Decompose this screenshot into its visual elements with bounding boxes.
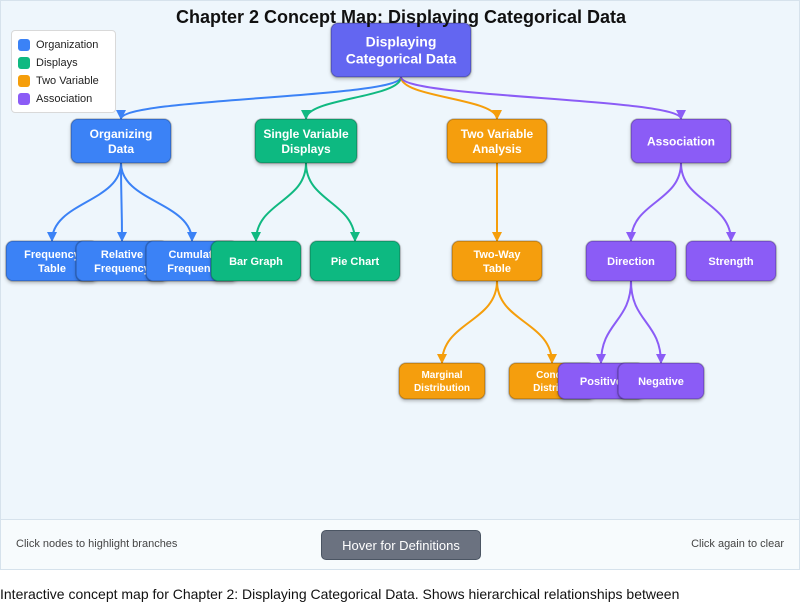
map-caption: Interactive concept map for Chapter 2: D… — [0, 586, 680, 602]
node-label: Marginal — [421, 370, 462, 381]
node-strength[interactable]: Strength — [685, 240, 777, 282]
legend-swatch-two-variable — [18, 75, 30, 87]
node-label: Data — [108, 142, 134, 156]
node-label: Single Variable — [263, 127, 349, 141]
edge-association-to-strength — [680, 162, 736, 242]
node-label: Frequency — [94, 263, 151, 275]
legend-label: Two Variable — [36, 75, 99, 87]
node-association[interactable]: Association — [630, 118, 732, 164]
node-pie[interactable]: Pie Chart — [309, 240, 401, 282]
edge-twoway-to-marginal — [437, 280, 498, 364]
node-direction[interactable]: Direction — [585, 240, 677, 282]
node-label: Categorical Data — [346, 51, 457, 67]
node-box — [309, 240, 401, 282]
edge-single-to-bar — [251, 162, 307, 242]
legend-label: Association — [36, 93, 93, 105]
edge-direction-to-negative — [630, 280, 666, 364]
node-label: Displays — [281, 142, 331, 156]
legend: Organization Displays Two Variable Assoc… — [11, 30, 116, 113]
hover-definitions-button[interactable]: Hover for Definitions — [321, 530, 481, 560]
node-label: Cumulati — [168, 249, 215, 261]
node-box — [617, 362, 705, 400]
legend-item-two-variable: Two Variable — [18, 72, 109, 90]
legend-item-association: Association — [18, 90, 109, 108]
node-box — [630, 118, 732, 164]
edge-layer — [47, 76, 736, 364]
legend-label: Displays — [36, 57, 78, 69]
node-label: Condit — [536, 370, 568, 381]
legend-swatch-displays — [18, 57, 30, 69]
node-label: Pie Chart — [331, 256, 380, 268]
node-label: Two-Way — [473, 249, 521, 261]
node-box — [398, 362, 486, 400]
click-hint: Click nodes to highlight branches — [16, 538, 178, 550]
edge-root-to-association — [400, 76, 686, 120]
node-negative[interactable]: Negative — [617, 362, 705, 400]
node-label: Association — [647, 134, 715, 148]
node-box — [685, 240, 777, 282]
legend-item-organization: Organization — [18, 36, 109, 54]
node-label: Two Variable — [461, 127, 534, 141]
edge-root-to-organizing — [116, 76, 402, 120]
node-label: Strength — [708, 256, 754, 268]
node-label: Positive — [580, 376, 622, 388]
map-title: Chapter 2 Concept Map: Displaying Catego… — [175, 7, 627, 27]
node-label: Table — [483, 263, 511, 275]
node-box — [446, 118, 548, 164]
node-box — [254, 118, 358, 164]
node-label: Relative — [101, 249, 143, 261]
edge-twoway-to-conditional — [496, 280, 557, 364]
edge-single-to-pie — [305, 162, 360, 242]
edge-association-to-direction — [626, 162, 682, 242]
node-box — [330, 22, 472, 78]
node-label: Frequenc — [167, 263, 217, 275]
node-label: Table — [38, 263, 66, 275]
edge-organizing-to-freq — [47, 162, 122, 242]
edge-direction-to-positive — [596, 280, 632, 364]
node-label: Distribu — [533, 383, 571, 394]
node-box — [70, 118, 172, 164]
node-label: Negative — [638, 376, 684, 388]
legend-label: Organization — [36, 39, 99, 51]
edge-root-to-twovar — [400, 76, 502, 120]
node-box — [585, 240, 677, 282]
node-label: Bar Graph — [229, 256, 283, 268]
edge-organizing-to-relfreq — [116, 162, 127, 242]
node-label: Displaying — [366, 34, 437, 50]
clear-hint: Click again to clear — [691, 538, 784, 550]
node-label: Frequency — [24, 249, 81, 261]
legend-swatch-organization — [18, 39, 30, 51]
node-box — [451, 240, 543, 282]
node-label: Direction — [607, 256, 655, 268]
legend-swatch-association — [18, 93, 30, 105]
node-label: Distribution — [414, 383, 470, 394]
edge-organizing-to-cumfreq — [120, 162, 197, 242]
control-bar: Click nodes to highlight branches Hover … — [0, 520, 800, 570]
legend-item-displays: Displays — [18, 54, 109, 72]
node-box — [210, 240, 302, 282]
node-label: Organizing — [90, 127, 153, 141]
node-label: Analysis — [472, 142, 522, 156]
node-bar[interactable]: Bar Graph — [210, 240, 302, 282]
edge-root-to-single — [301, 76, 402, 120]
